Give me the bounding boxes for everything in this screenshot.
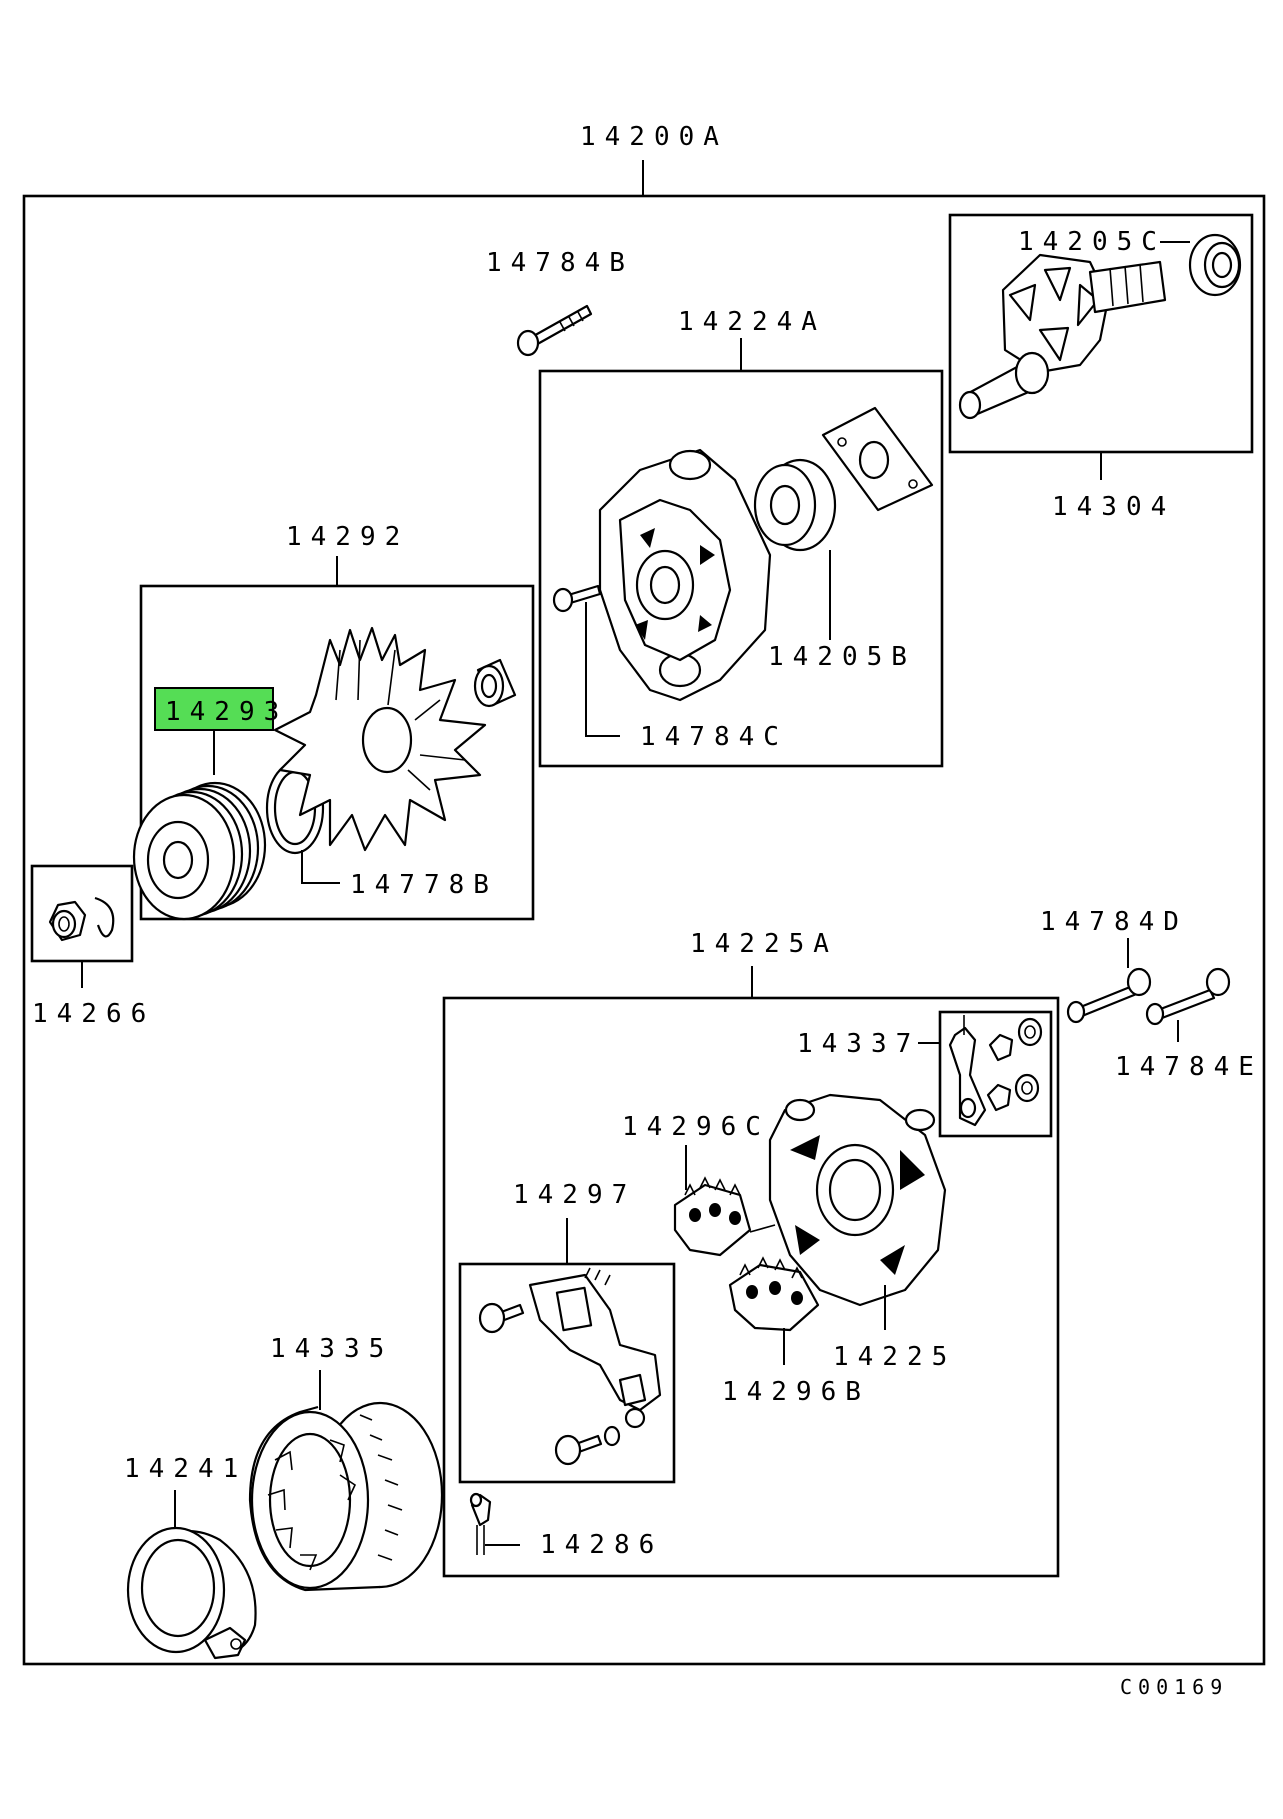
label-14784C[interactable]: 14784C [640, 722, 788, 752]
brush-part[interactable] [469, 1492, 492, 1555]
bearing-14205C-part[interactable] [1188, 233, 1242, 297]
label-14784B[interactable]: 14784B [486, 248, 634, 278]
label-14241[interactable]: 14241 [124, 1454, 247, 1484]
label-14286[interactable]: 14286 [540, 1530, 663, 1560]
label-14296C[interactable]: 14296C [622, 1112, 770, 1142]
label-14205C[interactable]: 14205C [1018, 227, 1166, 257]
bolt-c-leader [585, 602, 620, 737]
diagram-code: C00169 [1120, 1675, 1228, 1699]
rectifier-b-part[interactable] [728, 1256, 820, 1332]
regulator-screw-bottom-part[interactable] [554, 1425, 621, 1466]
fan-part[interactable] [273, 626, 487, 852]
plate-part[interactable] [821, 406, 934, 512]
rotor-part[interactable] [958, 253, 1167, 420]
label-14778B[interactable]: 14778B [350, 870, 498, 900]
label-14225A[interactable]: 14225A [690, 929, 838, 959]
pulley-part[interactable] [132, 781, 267, 921]
regulator-screw-top-part[interactable] [478, 1302, 525, 1334]
bolt-14784D-part[interactable] [1066, 967, 1152, 1024]
label-14224A[interactable]: 14224A [678, 307, 826, 337]
label-14266[interactable]: 14266 [32, 999, 155, 1029]
terminal-kit-part[interactable] [948, 1015, 1043, 1127]
bolt-14784E-part[interactable] [1145, 967, 1231, 1026]
label-14225[interactable]: 14225 [833, 1342, 956, 1372]
stator-part[interactable] [248, 1401, 444, 1592]
label-14200A[interactable]: 14200A [580, 122, 728, 152]
regulator-part[interactable] [528, 1267, 662, 1429]
cover-part[interactable] [126, 1526, 257, 1660]
label-14292[interactable]: 14292 [286, 522, 409, 552]
terminal-kit-frame [938, 1010, 1053, 1138]
label-14296B[interactable]: 14296B [722, 1377, 870, 1407]
highlight-box [154, 687, 274, 731]
rectifier-c-part[interactable] [673, 1176, 776, 1257]
label-14297[interactable]: 14297 [513, 1180, 636, 1210]
bearing-14205B-part[interactable] [753, 458, 837, 552]
collar-part[interactable] [473, 658, 517, 708]
label-14337[interactable]: 14337 [797, 1029, 920, 1059]
front-bracket-part[interactable] [598, 448, 772, 702]
rear-bracket-part[interactable] [768, 1093, 947, 1307]
spacer-leader [301, 850, 340, 884]
label-14205B[interactable]: 14205B [768, 642, 916, 672]
label-14293[interactable]: 14293 [165, 697, 288, 727]
label-14335[interactable]: 14335 [270, 1334, 393, 1364]
nut-part[interactable] [48, 896, 115, 942]
label-14784D[interactable]: 14784D [1040, 907, 1188, 937]
bolt-14784B-part[interactable] [516, 304, 593, 357]
label-14784E[interactable]: 14784E [1115, 1052, 1263, 1082]
label-14304[interactable]: 14304 [1052, 492, 1175, 522]
bolt-14784C-part[interactable] [552, 584, 602, 613]
